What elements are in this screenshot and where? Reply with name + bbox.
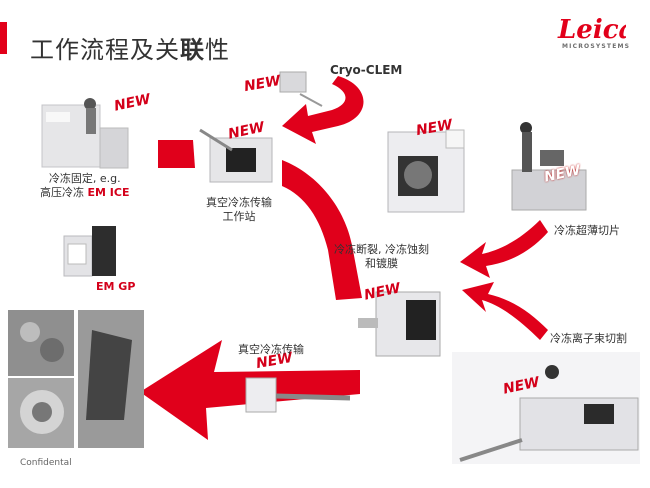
freeze-fracture-device-icon <box>387 129 465 213</box>
label-fracture: 冷冻断裂, 冷冻蚀刻 和镀膜 <box>334 243 429 270</box>
ion-beam-device-icon <box>452 352 640 464</box>
label-em-gp: EM GP <box>96 280 136 293</box>
hpf-device-icon <box>41 98 129 169</box>
ultramicrotome-device-icon <box>511 122 587 211</box>
sem-images <box>8 310 144 448</box>
vct-transfer-device-icon <box>245 377 351 413</box>
freeze-connector <box>158 140 195 168</box>
confidential-note: Confidental <box>20 458 72 468</box>
vct-workstation-icon <box>199 128 273 183</box>
em-gp-device-icon <box>63 226 116 277</box>
label-vct-station: 真空冷冻传输 工作站 <box>206 196 272 223</box>
center-device-icon <box>358 291 441 357</box>
clem-device-icon <box>279 71 323 107</box>
label-freeze: 冷冻固定, e.g. 高压冷冻 EM ICE <box>40 172 130 199</box>
page-title: 工作流程及关联性 <box>30 36 230 64</box>
leica-logo: Leica <box>557 15 626 45</box>
svg-text:Leica: Leica <box>557 15 626 45</box>
cryo-clem-arrow <box>282 76 364 144</box>
vct-to-fracture-band <box>282 160 362 300</box>
ultra-arrow <box>460 220 548 278</box>
label-vct-transfer: 真空冷冻传输 <box>238 343 304 356</box>
logo-subtitle: MICROSYSTEMS <box>562 43 631 50</box>
label-ion: 冷冻离子束切割 <box>550 332 627 345</box>
title-accent-bar <box>0 22 7 54</box>
label-cryo-clem: Cryo-CLEM <box>330 63 403 77</box>
label-ultra: 冷冻超薄切片 <box>554 224 620 237</box>
ion-arrow <box>462 282 548 340</box>
